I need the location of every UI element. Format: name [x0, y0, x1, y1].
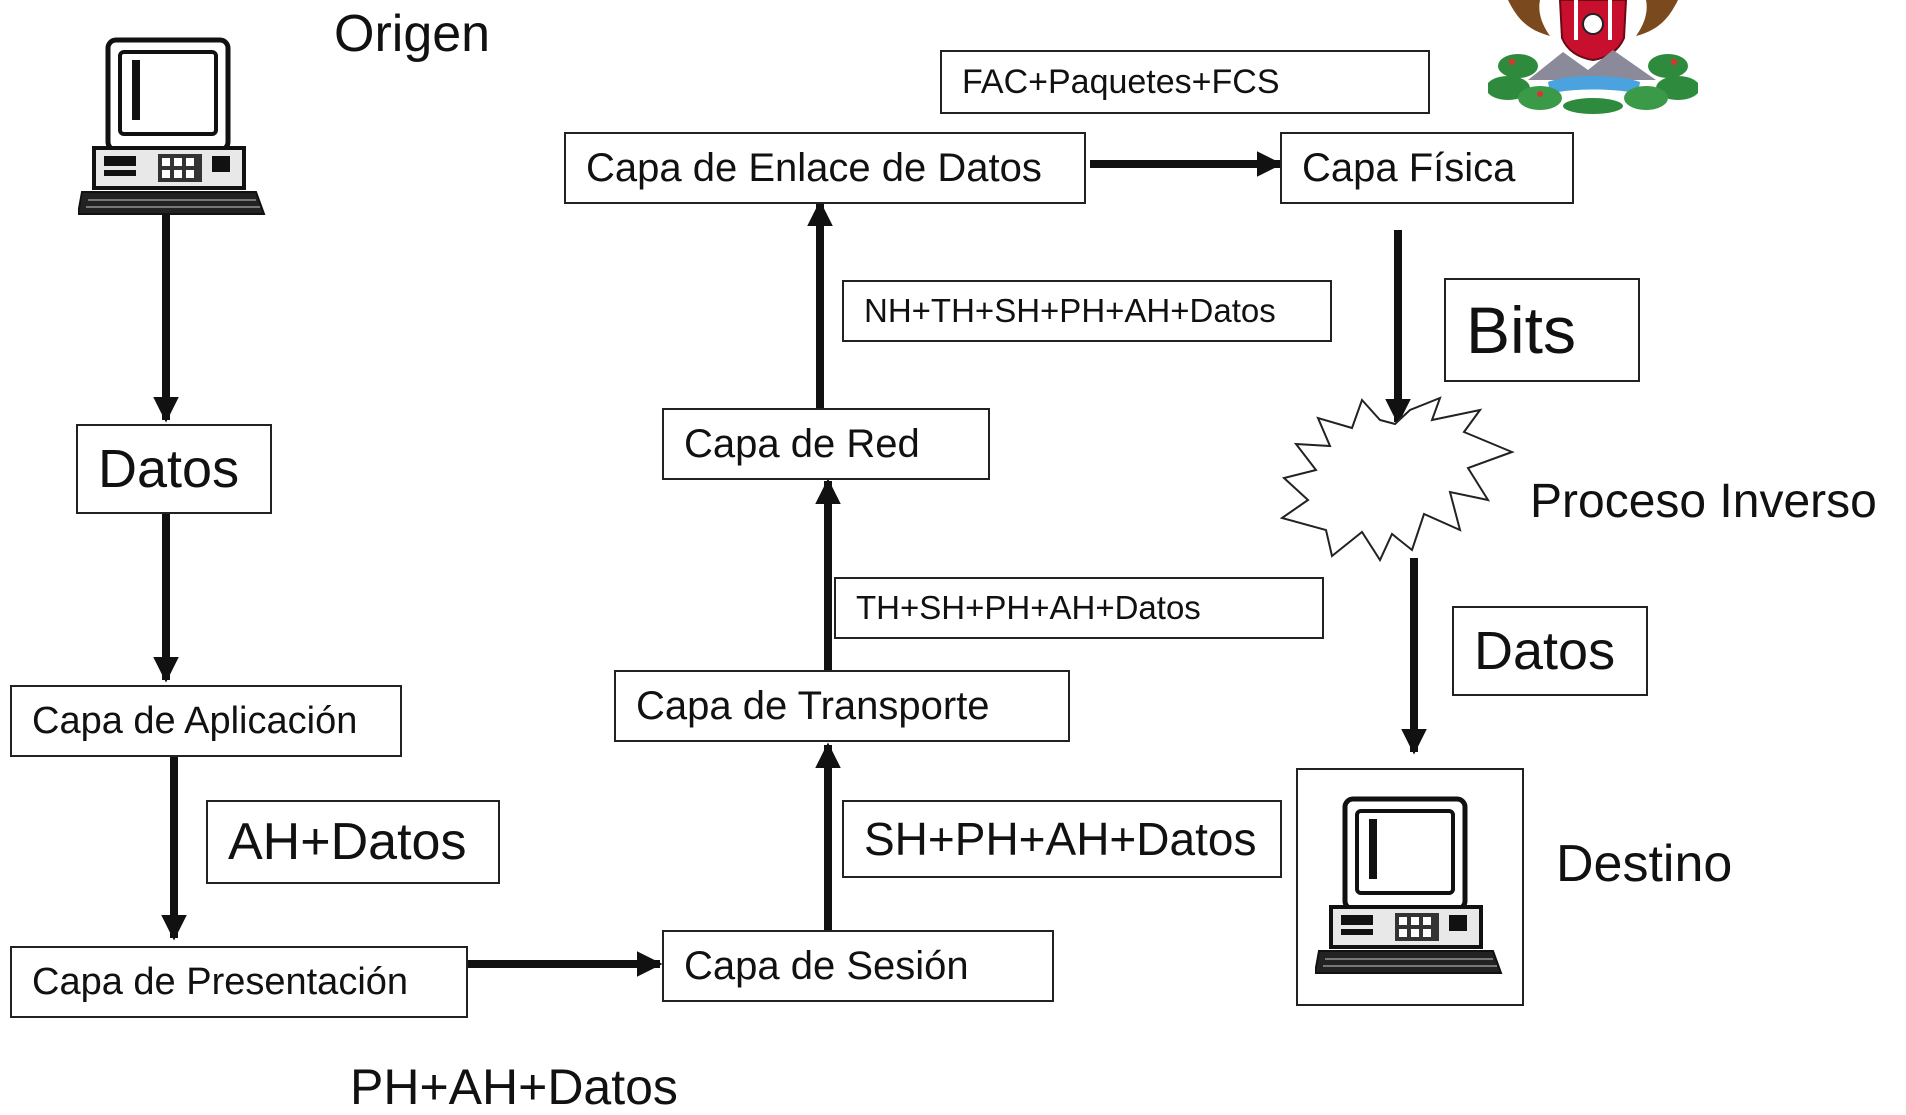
layer-presentacion-box: Capa de Presentación: [10, 946, 468, 1018]
layer-presentacion-label: Capa de Presentación: [32, 960, 409, 1003]
th-sh-ph-ah-datos-box: TH+SH+PH+AH+Datos: [834, 577, 1324, 639]
origin-label: Origen: [334, 5, 491, 63]
layer-transporte-label: Capa de Transporte: [636, 683, 990, 728]
layer-fisica-box: Capa Física: [1280, 132, 1574, 204]
ph-ah-datos-label: PH+AH+Datos: [350, 1059, 678, 1115]
layer-red-label: Capa de Red: [684, 421, 920, 466]
fac-paquetes-fcs-label: FAC+Paquetes+FCS: [962, 62, 1280, 101]
datos-destino-label: Datos: [1474, 621, 1616, 681]
destination-computer-frame: [1296, 768, 1524, 1006]
destination-label: Destino: [1556, 835, 1733, 893]
ah-datos-box: AH+Datos: [206, 800, 500, 884]
sh-ph-ah-datos-label: SH+PH+AH+Datos: [864, 813, 1257, 865]
bits-box: Bits: [1444, 278, 1640, 382]
nh-th-sh-ph-ah-datos-box: NH+TH+SH+PH+AH+Datos: [842, 280, 1332, 342]
layer-aplicacion-box: Capa de Aplicación: [10, 685, 402, 757]
source-computer-icon: [76, 36, 268, 221]
layer-fisica-label: Capa Física: [1302, 145, 1516, 190]
layer-red-box: Capa de Red: [662, 408, 990, 480]
datos-origen-box: Datos: [76, 424, 272, 514]
bits-label: Bits: [1466, 293, 1577, 367]
layer-sesion-box: Capa de Sesión: [662, 930, 1054, 1002]
destination-computer-icon: [1315, 796, 1503, 974]
burst-shape: [1279, 396, 1515, 563]
layer-transporte-box: Capa de Transporte: [614, 670, 1070, 742]
emblem-logo: [1486, 0, 1700, 116]
ah-datos-label: AH+Datos: [228, 813, 467, 871]
layer-enlace-box: Capa de Enlace de Datos: [564, 132, 1086, 204]
proceso-inverso-label: Proceso Inverso: [1530, 475, 1877, 528]
datos-destino-box: Datos: [1452, 606, 1648, 696]
nh-th-sh-ph-ah-datos-label: NH+TH+SH+PH+AH+Datos: [864, 292, 1276, 329]
datos-origen-label: Datos: [98, 439, 240, 499]
layer-sesion-label: Capa de Sesión: [684, 943, 969, 988]
th-sh-ph-ah-datos-label: TH+SH+PH+AH+Datos: [856, 589, 1201, 626]
sh-ph-ah-datos-box: SH+PH+AH+Datos: [842, 800, 1282, 878]
layer-enlace-label: Capa de Enlace de Datos: [586, 145, 1042, 190]
layer-aplicacion-label: Capa de Aplicación: [32, 699, 358, 742]
fac-paquetes-fcs-box: FAC+Paquetes+FCS: [940, 50, 1430, 114]
